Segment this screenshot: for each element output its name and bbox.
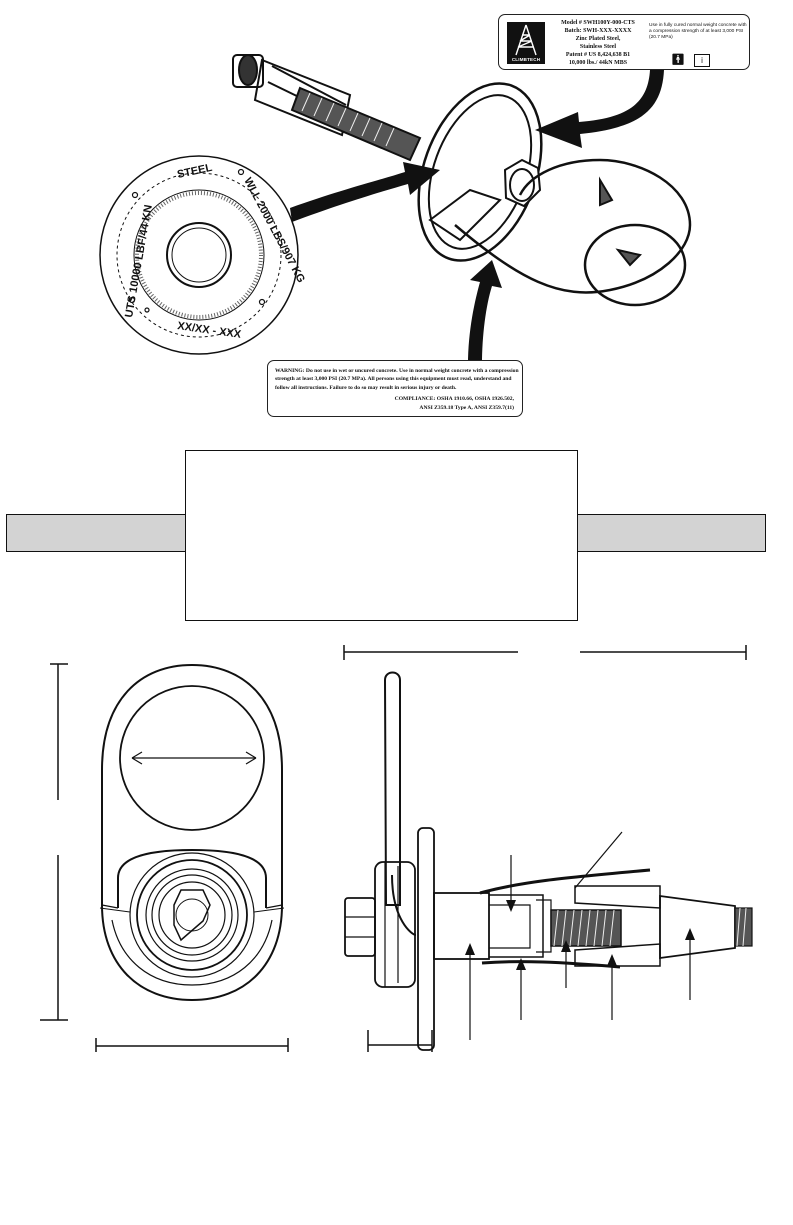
label-usage-note: Use in fully cured normal weight concret…	[649, 23, 747, 40]
label-icons: 🚹︎ i	[671, 53, 711, 67]
front-view-ring-opening	[119, 685, 265, 831]
disc-outline	[99, 155, 299, 355]
side-view-hex-nut	[344, 897, 376, 957]
person-icon: 🚹︎	[671, 54, 685, 66]
climbtech-logo: CLIMBTECH	[507, 22, 545, 64]
right-gray-bar	[576, 514, 766, 552]
compliance-line-1: COMPLIANCE: OSHA 1910.66, OSHA 1926.502,	[394, 396, 514, 402]
dimension-plate	[367, 1030, 433, 1052]
label-material-1: Zinc Plated Steel,	[575, 36, 621, 42]
logo-text: CLIMBTECH	[511, 57, 541, 62]
side-view-collar	[433, 892, 490, 960]
label-rating: 10,000 lbs./ 44kN MBS	[568, 60, 628, 66]
dimension-height-lower	[40, 855, 68, 1021]
expansion-sleeve	[253, 58, 352, 137]
left-gray-bar	[6, 514, 187, 552]
manual-icon: i	[694, 54, 711, 67]
arrow-to-warning	[468, 260, 502, 365]
label-batch: Batch: SWH-XXX-XXXX	[564, 28, 632, 34]
leader-lines	[469, 831, 691, 1040]
side-view-wedge-top	[574, 885, 661, 909]
warning-text: WARNING: Do not use in wet or uncured co…	[275, 368, 519, 391]
compliance-line-2: ANSI Z359.18 Type A, ANSI Z359.7(11)	[419, 405, 514, 411]
arrow-to-label	[535, 70, 664, 148]
dimension-length-right	[580, 645, 747, 660]
warning-label: WARNING: Do not use in wet or uncured co…	[267, 360, 523, 417]
dimension-width	[95, 1038, 289, 1052]
front-view-outline	[101, 663, 283, 1002]
side-view-wedge-bottom	[574, 943, 661, 967]
side-view-base-plate	[417, 827, 435, 1051]
side-view-inner-sleeve	[489, 894, 544, 958]
product-label: CLIMBTECH Model # SWH100Y-000-CTS Batch:…	[498, 14, 750, 70]
label-material-2: Stainless Steel	[579, 44, 617, 50]
arrow-to-disc	[290, 162, 440, 222]
dimension-length-left	[343, 645, 518, 660]
d-ring	[454, 158, 692, 294]
compliance-block: COMPLIANCE: OSHA 1910.66, OSHA 1926.502,…	[372, 395, 514, 413]
side-view-cable	[479, 868, 651, 895]
center-text-box	[185, 450, 578, 621]
side-view-washer-stack	[374, 861, 416, 988]
label-patent: Patent # US 8,424,638 B1	[565, 52, 631, 58]
callout-arrows	[290, 70, 664, 365]
dimension-height-upper	[50, 663, 68, 800]
front-view-hex	[173, 889, 211, 942]
label-model: Model # SWH100Y-000-CTS	[561, 20, 635, 26]
side-view-d-ring	[383, 671, 401, 906]
side-view-cone	[659, 894, 736, 960]
label-model-block: Model # SWH100Y-000-CTS Batch: SWH-XXX-X…	[553, 19, 643, 67]
